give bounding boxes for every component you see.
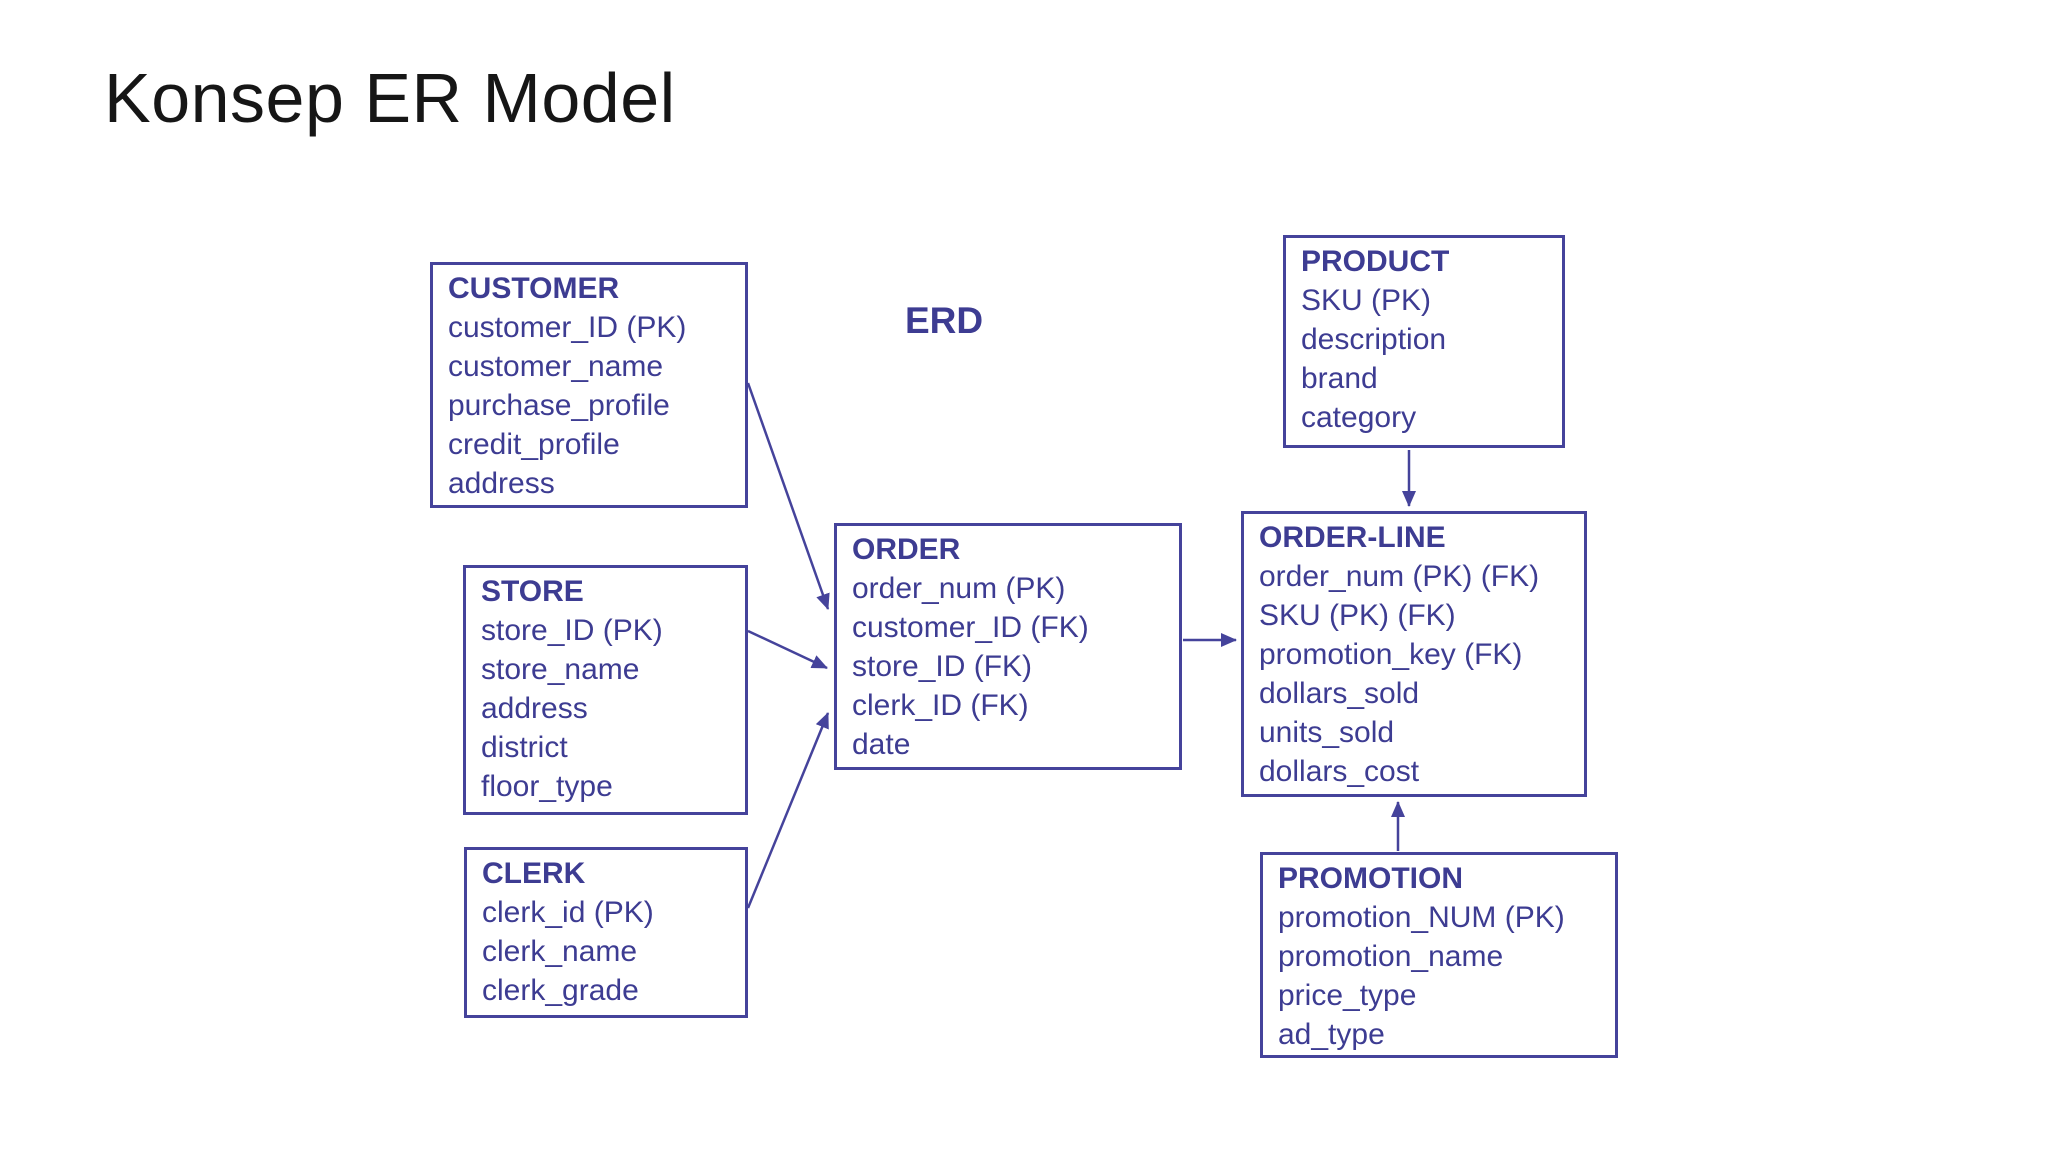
entity-product-attribute: category (1301, 401, 1417, 434)
entity-order-attribute: date (852, 728, 911, 761)
entity-store-title: STORE (481, 575, 584, 608)
entity-order-line-attribute: dollars_sold (1259, 677, 1420, 710)
entity-order: ORDER order_num (PK) customer_ID (FK) st… (834, 523, 1182, 770)
entity-promotion-attribute: ad_type (1278, 1018, 1385, 1051)
entity-promotion-attribute: price_type (1278, 979, 1417, 1012)
entity-store-attribute: district (481, 731, 568, 764)
entity-clerk-title: CLERK (482, 857, 586, 890)
entity-customer: CUSTOMER customer_ID (PK) customer_name … (430, 262, 748, 508)
entity-store-attribute: address (481, 692, 588, 725)
entity-store: STORE store_ID (PK) store_name address d… (463, 565, 748, 815)
arrow-clerk-to-order (746, 712, 830, 909)
entity-order-attribute: clerk_ID (FK) (852, 689, 1029, 722)
entity-customer-attribute: address (448, 467, 555, 500)
entity-store-attribute: floor_type (481, 770, 613, 803)
entity-clerk: CLERK clerk_id (PK) clerk_name clerk_gra… (464, 847, 748, 1018)
entity-order-line-attribute: units_sold (1259, 716, 1395, 749)
entity-store-attribute: store_ID (PK) (481, 614, 663, 647)
entity-order-line-attribute: promotion_key (FK) (1259, 638, 1523, 671)
entity-order-attribute: order_num (PK) (852, 572, 1066, 605)
erd-label: ERD (905, 300, 984, 341)
entity-product: PRODUCT SKU (PK) description brand categ… (1283, 235, 1565, 448)
entity-clerk-attribute: clerk_id (PK) (482, 896, 654, 929)
entity-customer-attribute: customer_ID (PK) (448, 311, 687, 344)
entity-order-title: ORDER (852, 533, 961, 566)
entity-customer-title: CUSTOMER (448, 272, 620, 305)
entity-clerk-attribute: clerk_name (482, 935, 638, 968)
entity-order-attribute: customer_ID (FK) (852, 611, 1089, 644)
entity-product-attribute: brand (1301, 362, 1378, 395)
entity-customer-attribute: purchase_profile (448, 389, 670, 422)
arrow-store-to-order (747, 629, 828, 670)
entity-product-attribute: description (1301, 323, 1447, 356)
entity-order-line-attribute: order_num (PK) (FK) (1259, 560, 1540, 593)
entity-promotion-attribute: promotion_NUM (PK) (1278, 901, 1565, 934)
entity-customer-attribute: customer_name (448, 350, 664, 383)
entity-order-line-attribute: SKU (PK) (FK) (1259, 599, 1456, 632)
entity-order-line-title: ORDER-LINE (1259, 521, 1446, 554)
entity-promotion-attribute: promotion_name (1278, 940, 1504, 973)
entity-order-attribute: store_ID (FK) (852, 650, 1033, 683)
entity-promotion-title: PROMOTION (1278, 862, 1463, 895)
arrow-customer-to-order (746, 382, 830, 610)
entity-customer-attribute: credit_profile (448, 428, 620, 461)
entity-order-line: ORDER-LINE order_num (PK) (FK) SKU (PK) … (1241, 511, 1587, 797)
page-title: Konsep ER Model (104, 59, 676, 137)
entity-product-title: PRODUCT (1301, 245, 1450, 278)
entity-clerk-attribute: clerk_grade (482, 974, 639, 1007)
entity-store-attribute: store_name (481, 653, 640, 686)
entity-product-attribute: SKU (PK) (1301, 284, 1432, 317)
entity-promotion: PROMOTION promotion_NUM (PK) promotion_n… (1260, 852, 1618, 1058)
entity-order-line-attribute: dollars_cost (1259, 755, 1420, 788)
